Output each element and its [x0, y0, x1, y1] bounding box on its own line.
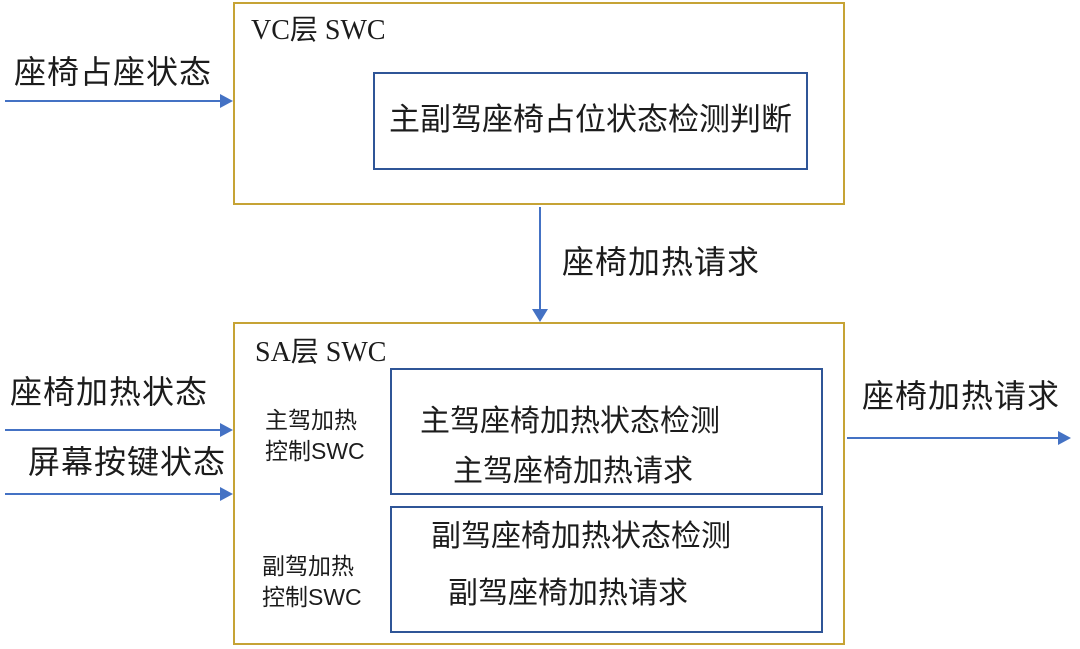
passenger-heating-request-label: 副驾座椅加热请求: [448, 577, 688, 610]
driver-heating-swc-label-line1: 主驾加热: [265, 407, 357, 433]
arrow-line: [5, 493, 220, 495]
arrowhead-icon: [532, 309, 548, 322]
vc-layer-title: VC层 SWC: [251, 15, 386, 46]
driver-heating-request-label: 主驾座椅加热请求: [453, 455, 693, 488]
occupancy-detection-label: 主副驾座椅占位状态检测判断: [389, 102, 792, 137]
arrowhead-icon: [220, 423, 233, 437]
passenger-heating-status-detect-label: 副驾座椅加热状态检测: [431, 520, 731, 553]
occupancy-detection-component-box: 主副驾座椅占位状态检测判断: [373, 72, 808, 170]
driver-heating-swc-label: 主驾加热 控制SWC: [265, 405, 365, 467]
seat-heating-status-label: 座椅加热状态: [10, 374, 209, 410]
seat-heating-request-mid-label: 座椅加热请求: [562, 244, 761, 280]
arrow-line: [847, 437, 1058, 439]
passenger-heating-component-box: 副驾座椅加热状态检测 副驾座椅加热请求: [390, 506, 823, 633]
arrow-line: [5, 100, 220, 102]
arrow-line: [5, 429, 220, 431]
arrowhead-icon: [220, 487, 233, 501]
driver-heating-status-detect-label: 主驾座椅加热状态检测: [420, 405, 720, 438]
seat-occupancy-label: 座椅占座状态: [14, 54, 213, 90]
arrowhead-icon: [220, 94, 233, 108]
passenger-heating-swc-label-line1: 副驾加热: [262, 553, 354, 579]
passenger-heating-swc-label-line2: 控制SWC: [262, 584, 362, 610]
driver-heating-component-box: 主驾座椅加热状态检测 主驾座椅加热请求: [390, 368, 823, 495]
screen-button-status-label: 屏幕按键状态: [28, 444, 227, 480]
arrowhead-icon: [1058, 431, 1071, 445]
driver-heating-swc-label-line2: 控制SWC: [265, 438, 365, 464]
passenger-heating-swc-label: 副驾加热 控制SWC: [262, 551, 362, 613]
sa-layer-title: SA层 SWC: [255, 337, 387, 368]
arrow-line: [539, 207, 541, 310]
seat-heating-request-out-label: 座椅加热请求: [862, 378, 1061, 414]
